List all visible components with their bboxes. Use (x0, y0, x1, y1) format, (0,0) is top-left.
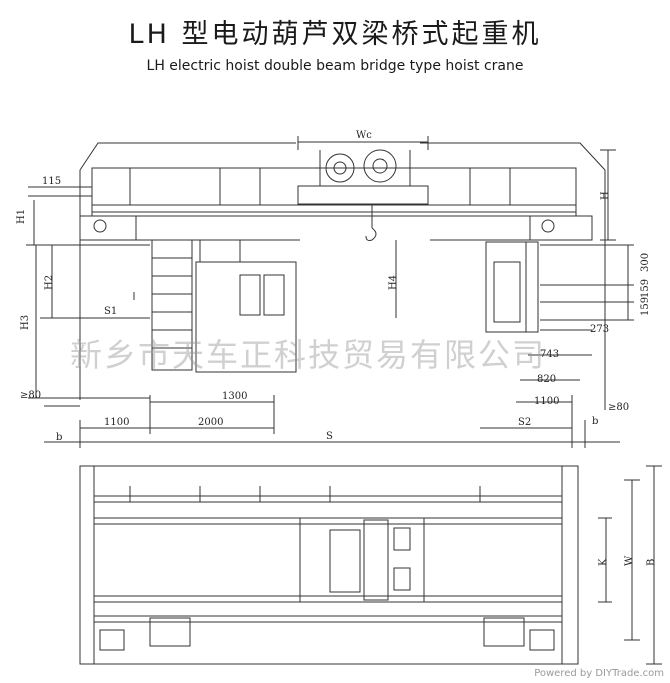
dim-159-a: 159 (640, 279, 651, 298)
dim-b-right: b (592, 416, 598, 427)
dim-b-left: b (56, 432, 62, 443)
hoist-drum-right (363, 149, 397, 183)
credit-text: Powered by DIYTrade.com (534, 668, 664, 679)
dim-1100-left: 1100 (104, 417, 129, 428)
dim-gte80-right: ≥80 (608, 402, 629, 413)
clearance-outline (79, 142, 296, 171)
dim-s2: S2 (518, 417, 531, 428)
dim-s: S (326, 431, 333, 442)
dim-w: W (624, 555, 635, 566)
dim-s1: S1 (104, 306, 117, 317)
hoist-drum-left (325, 153, 355, 183)
operator-cab (195, 261, 297, 373)
dim-820: 820 (537, 374, 556, 385)
dim-wc: Wc (356, 130, 372, 141)
dim-743: 743 (540, 349, 559, 360)
dim-k: K (598, 558, 609, 566)
dim-159-b: 159 (640, 297, 651, 316)
end-truck-left (79, 465, 95, 665)
trolley (297, 185, 429, 205)
dim-115: 115 (42, 176, 61, 187)
watermark: 新乡市天车正科技贸易有限公司 (70, 336, 547, 374)
dim-h: H (600, 191, 611, 200)
plan-trolley (299, 517, 425, 603)
dim-273: 273 (590, 324, 609, 335)
page-subtitle: LH electric hoist double beam bridge typ… (146, 58, 524, 74)
dim-h2: H2 (44, 275, 55, 290)
end-carriage-right (529, 215, 593, 241)
dim-2000: 2000 (198, 417, 223, 428)
dim-1100-right: 1100 (534, 396, 559, 407)
dim-300: 300 (640, 253, 651, 272)
dim-h1: H1 (16, 209, 27, 224)
right-cab (485, 241, 539, 333)
dim-b: B (646, 559, 657, 566)
dim-gte80-left: ≥80 (20, 390, 41, 401)
ladder (151, 239, 193, 371)
bridge-girder (91, 167, 577, 217)
dim-1300: 1300 (222, 391, 247, 402)
hook (365, 227, 377, 241)
page-title: LH 型电动葫芦双梁桥式起重机 (128, 19, 542, 50)
dim-h4: H4 (388, 275, 399, 290)
end-carriage-left (79, 215, 137, 241)
end-truck-right (561, 465, 579, 665)
dim-h3: H3 (20, 315, 31, 330)
